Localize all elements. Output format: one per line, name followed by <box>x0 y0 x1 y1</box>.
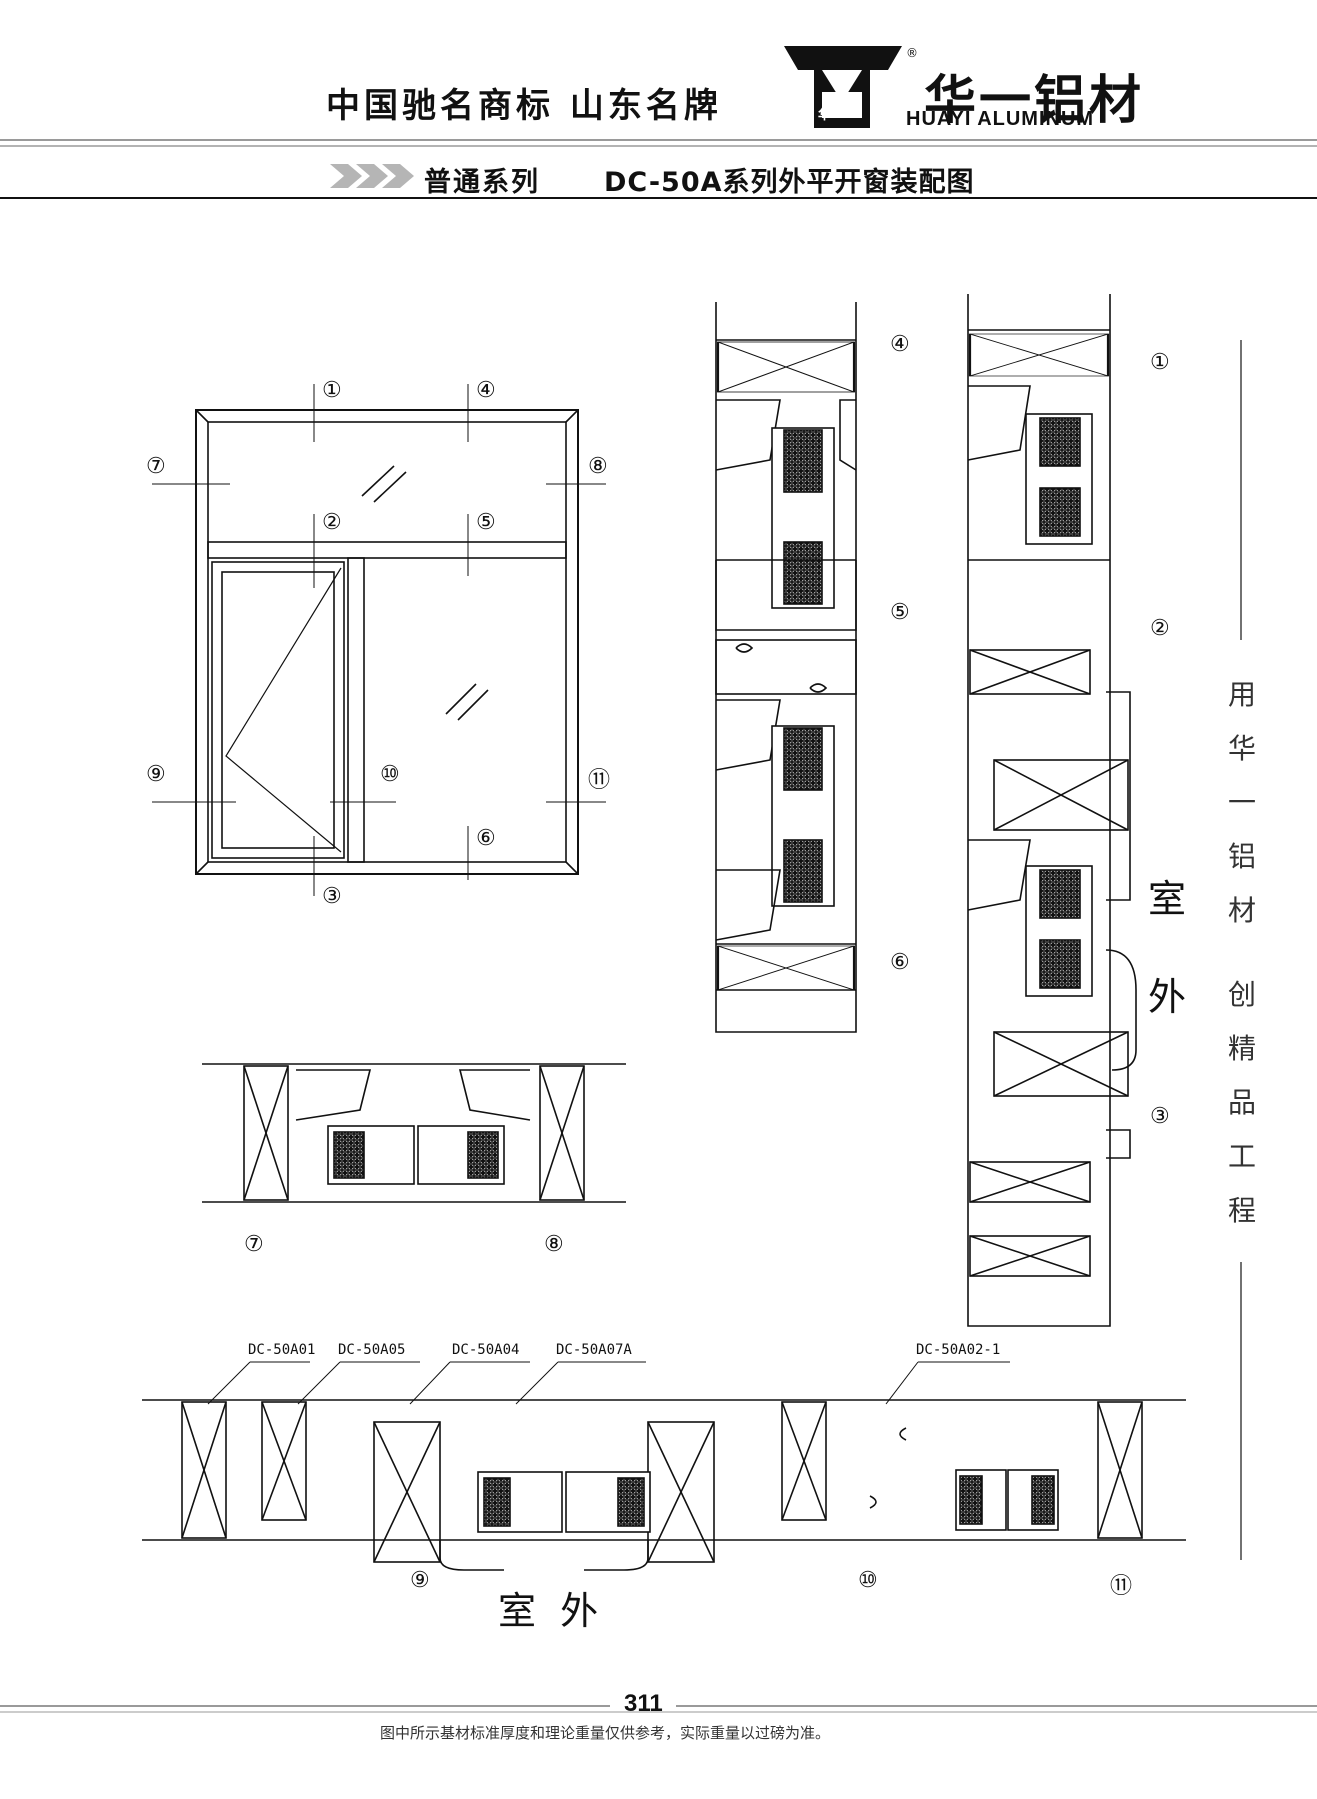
callout-7-section: ⑦ <box>244 1232 264 1257</box>
callout-11-elevation: ⑪ <box>588 768 611 793</box>
footer-note: 图中所示基材标准厚度和理论重量仅供参考，实际重量以过磅为准。 <box>380 1724 831 1742</box>
callout-4-elevation: ④ <box>476 378 496 403</box>
horizontal-section-91011 <box>142 1361 1186 1571</box>
side-slogan-char: 工 <box>1227 1140 1256 1173</box>
side-slogan: 用 华 一 铝 材 创 精 品 工 程 <box>1224 668 1260 1238</box>
side-slogan-char: 华 <box>1227 732 1256 765</box>
callout-5-section: ⑤ <box>890 600 910 625</box>
side-slogan-char: 一 <box>1227 786 1256 819</box>
callout-5-elevation: ⑤ <box>476 510 496 535</box>
callout-7-elevation: ⑦ <box>146 454 166 479</box>
outdoor-label-bottom: 外 <box>1148 975 1187 1019</box>
callout-9-section: ⑨ <box>410 1568 430 1593</box>
profile-label-a02-1: DC-50A02-1 <box>916 1342 1001 1358</box>
callout-3-elevation: ③ <box>322 884 342 909</box>
callout-2-section: ② <box>1150 616 1170 641</box>
side-slogan-char: 创 <box>1227 978 1256 1011</box>
series-label: 普通系列 <box>424 167 540 198</box>
drawing-title: DC-50A系列外平开窗装配图 <box>604 167 975 198</box>
callout-10-section: ⑩ <box>858 1568 878 1593</box>
vertical-section-123 <box>967 294 1137 1327</box>
callout-2-elevation: ② <box>322 510 342 535</box>
side-slogan-char: 品 <box>1227 1086 1256 1119</box>
brand-logo <box>784 46 902 128</box>
profile-label-a04: DC-50A04 <box>452 1342 520 1358</box>
window-elevation <box>152 384 606 896</box>
side-slogan-char: 材 <box>1227 894 1256 927</box>
side-slogan-char: 程 <box>1227 1194 1256 1227</box>
vertical-section-456 <box>715 302 857 1033</box>
callout-10-elevation: ⑩ <box>380 762 400 787</box>
callout-3-section: ③ <box>1150 1104 1170 1129</box>
outdoor-label-horizontal: 室 外 <box>498 1589 599 1633</box>
header-slogan: 中国驰名商标 山东名牌 <box>326 86 722 126</box>
logo-text: 华一 <box>818 108 861 123</box>
callout-9-elevation: ⑨ <box>146 762 166 787</box>
brand-name-cn: 华一铝材 <box>924 71 1145 131</box>
profile-label-a01: DC-50A01 <box>248 1342 316 1358</box>
callout-1-elevation: ① <box>322 378 342 403</box>
side-slogan-char: 用 <box>1227 678 1256 711</box>
profile-label-a05: DC-50A05 <box>338 1342 406 1358</box>
callout-8-section: ⑧ <box>544 1232 564 1257</box>
callout-6-elevation: ⑥ <box>476 826 496 851</box>
callout-8-elevation: ⑧ <box>588 454 608 479</box>
callout-11-section: ⑪ <box>1110 1574 1133 1599</box>
side-slogan-char: 精 <box>1227 1032 1256 1065</box>
outdoor-label-top: 室 <box>1148 877 1187 921</box>
side-slogan-char: 铝 <box>1227 840 1256 873</box>
registered-mark: ® <box>906 46 918 60</box>
callout-4-section: ④ <box>890 332 910 357</box>
horizontal-section-78 <box>202 1063 626 1203</box>
series-arrows-icon <box>330 164 414 188</box>
callout-1-section: ① <box>1150 350 1170 375</box>
brand-name-en: HUAYI ALUMINUM <box>906 108 1095 130</box>
callout-6-section: ⑥ <box>890 950 910 975</box>
profile-label-a07a: DC-50A07A <box>556 1342 632 1358</box>
page-number: 311 <box>624 1690 663 1717</box>
